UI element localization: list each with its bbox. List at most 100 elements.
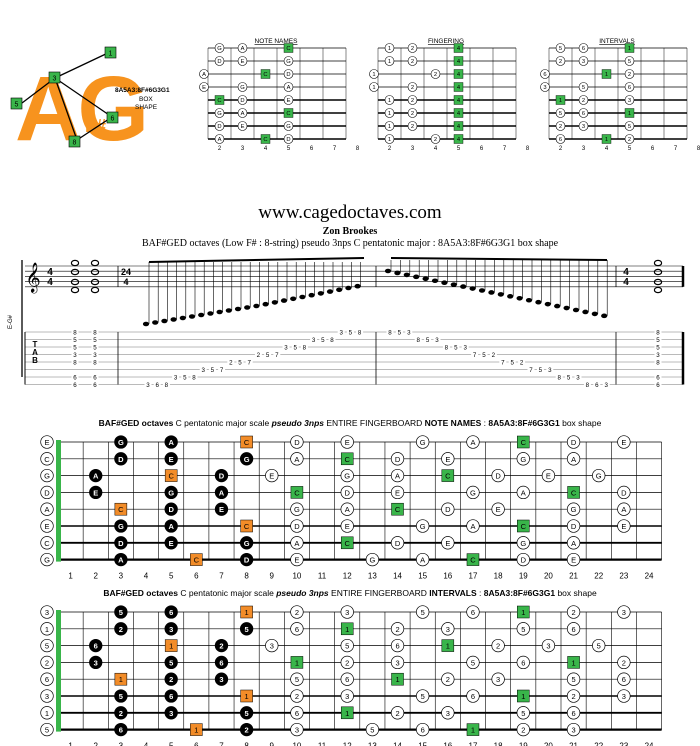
mini-root-marker	[283, 108, 294, 118]
run-notehead	[413, 274, 420, 280]
tab-number-bg	[536, 366, 544, 373]
note-marker	[566, 722, 581, 737]
run-notehead	[170, 317, 177, 322]
note-label: G	[294, 505, 300, 514]
tab-number: 5	[349, 330, 353, 337]
open-string-label: G	[44, 472, 50, 481]
box-note-marker	[214, 672, 229, 686]
tab-number-bg	[433, 336, 441, 343]
note-label: A	[571, 539, 576, 548]
note-label: 6	[571, 625, 575, 634]
mini-note-marker	[283, 69, 294, 79]
tab-number: 8	[656, 330, 660, 337]
note-label: C	[521, 438, 527, 447]
fret-number: 4	[144, 572, 149, 580]
note-label: 3	[270, 642, 274, 651]
note-label: D	[294, 438, 300, 447]
note-label: E	[169, 539, 174, 548]
mini-note-label: D	[217, 124, 221, 130]
mini-note-label: G	[286, 124, 291, 130]
mini-note-label: 1	[628, 46, 631, 52]
box-note-marker	[164, 622, 178, 636]
box-note-marker	[164, 485, 178, 500]
tab-number-bg	[71, 381, 79, 387]
tab-number: 5	[539, 367, 543, 374]
mini-note-marker	[214, 121, 225, 131]
note-marker	[566, 435, 581, 449]
run-notehead	[554, 303, 561, 309]
fret-number: 22	[594, 742, 603, 746]
mini-fret-number: 8	[697, 146, 700, 152]
tab-number-bg	[328, 336, 336, 343]
note-label: 5	[521, 709, 525, 718]
box-note-marker	[164, 435, 178, 449]
note-label: 6	[94, 642, 98, 651]
note-label: E	[219, 505, 224, 514]
run-notehead	[354, 283, 361, 289]
root-marker	[517, 689, 530, 703]
mini-fret-number: 4	[434, 146, 438, 152]
root-marker	[391, 672, 404, 686]
note-label: 6	[471, 608, 475, 617]
mini-note-marker	[384, 134, 395, 144]
fret-number: 18	[494, 572, 503, 580]
tab-number: 2	[520, 360, 524, 367]
fret-number: 18	[494, 742, 503, 746]
mini-note-marker	[214, 43, 225, 53]
tab-number-bg	[499, 358, 507, 366]
mini-note-marker	[369, 69, 379, 79]
fret-number: 12	[343, 742, 352, 746]
note-label: A	[168, 522, 174, 531]
fret-number: 3	[119, 742, 124, 746]
mini-note-label: 1	[605, 72, 608, 78]
run-notehead	[271, 300, 278, 305]
tab-number-bg	[282, 343, 290, 351]
note-marker	[516, 706, 530, 720]
note-label: D	[445, 505, 451, 514]
note-label: C	[294, 488, 300, 497]
tab-number: 8	[557, 375, 561, 382]
box-root-marker	[164, 639, 178, 652]
note-label: 1	[119, 675, 123, 684]
logo-node: 5	[10, 97, 23, 110]
note-label: E	[345, 438, 350, 447]
note-label: 3	[345, 608, 349, 617]
box-root-marker	[240, 689, 253, 703]
logo-node: 8	[68, 135, 81, 148]
run-notehead	[290, 296, 297, 302]
box-note-marker	[114, 706, 128, 720]
fret-number: 13	[368, 572, 377, 580]
note-marker	[441, 536, 455, 550]
fret-number: 8	[244, 742, 249, 746]
mini-note-label: 6	[543, 72, 546, 78]
tab-number-bg	[356, 328, 364, 336]
tab-number: 8	[445, 345, 449, 352]
site-url[interactable]: www.cagedoctaves.com	[258, 202, 442, 223]
root-marker	[567, 486, 580, 499]
note-label: 6	[295, 625, 299, 634]
tab-number: 8	[416, 337, 420, 344]
mini-note-marker	[407, 121, 418, 131]
note-label: A	[294, 539, 299, 548]
mini-note-label: D	[240, 98, 244, 104]
tab-number-bg	[395, 328, 403, 336]
tab-number: 7	[247, 360, 251, 367]
mini-note-marker	[624, 69, 635, 79]
tab-number: 5	[656, 345, 660, 352]
run-notehead	[516, 296, 523, 301]
logo-node: 3	[48, 71, 61, 84]
tab-number: 5	[482, 352, 486, 359]
note-label: 2	[395, 709, 399, 718]
mini-note-label: 4	[457, 124, 461, 130]
mini-note-label: C	[286, 46, 290, 52]
mini-note-marker	[624, 82, 635, 92]
fret-number: 23	[619, 572, 628, 580]
mini-note-label: C	[263, 137, 267, 143]
mini-fret-number: 7	[333, 146, 337, 152]
box-root-marker	[240, 435, 253, 449]
mini-fret-number: 3	[582, 146, 586, 152]
chord-notehead	[653, 278, 663, 286]
mini-note-label: 2	[434, 72, 437, 78]
open-string-marker	[40, 672, 54, 686]
